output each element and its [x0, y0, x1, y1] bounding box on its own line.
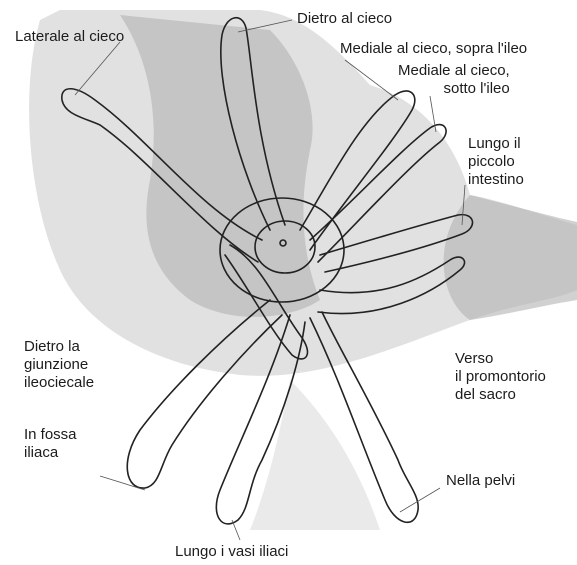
leader-iliac-vessels — [232, 520, 240, 540]
label-behind-cecum: Dietro al cieco — [297, 10, 392, 28]
label-lateral-cecum: Laterale al cieco — [15, 28, 124, 46]
label-iliac-fossa: In fossa iliaca — [24, 426, 77, 462]
label-sacral-promontory: Verso il promontorio del sacro — [455, 350, 546, 404]
ileum-shape — [444, 195, 577, 320]
label-pelvis: Nella pelvi — [446, 472, 515, 490]
label-medial-above-ileum: Mediale al cieco, sopra l'ileo — [340, 40, 527, 58]
label-iliac-vessels: Lungo i vasi iliaci — [175, 543, 288, 561]
label-behind-ileocecal: Dietro la giunzione ileociecale — [24, 338, 94, 392]
pelvic-shade — [250, 380, 380, 530]
label-medial-below-ileum: Mediale al cieco, sotto l'ileo — [398, 62, 510, 98]
leader-pelvis — [400, 488, 440, 512]
leader-iliac-fossa — [100, 476, 145, 490]
label-small-intestine: Lungo il piccolo intestino — [468, 135, 524, 189]
